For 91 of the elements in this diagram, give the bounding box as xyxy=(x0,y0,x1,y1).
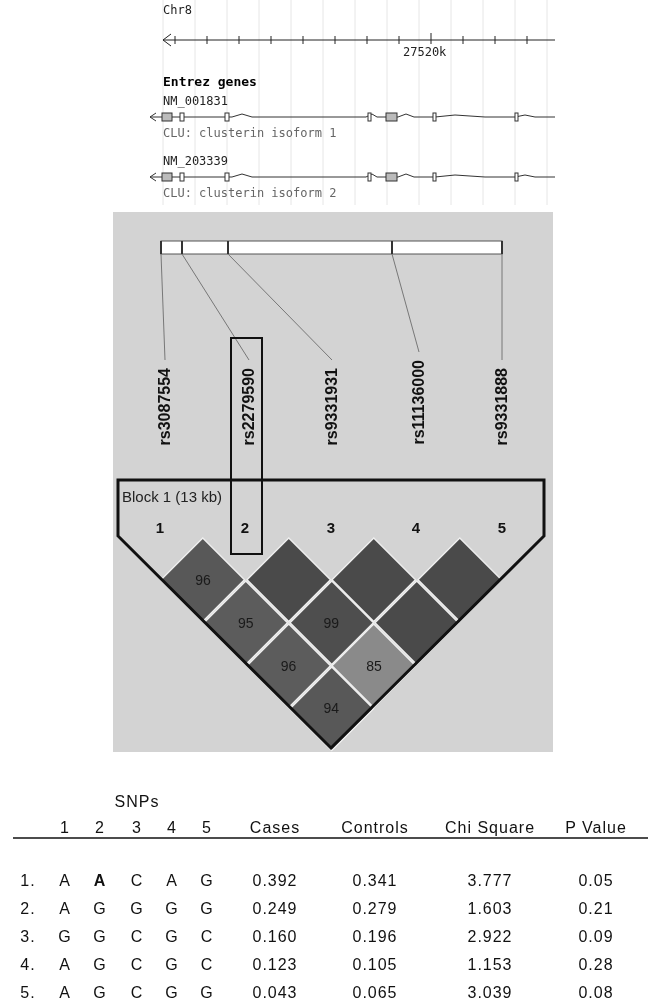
table-cell-text: 0.279 xyxy=(352,901,398,917)
transcript-description: CLU: clusterin isoform 1 xyxy=(163,127,337,139)
table-cell-text: C xyxy=(130,957,144,973)
table-cell-text: C xyxy=(130,929,144,945)
axis-tick-label: 27520k xyxy=(403,46,447,58)
leader-line xyxy=(391,253,420,353)
track-label: Chr8 xyxy=(163,4,192,16)
snp-label: rs11136000 xyxy=(411,360,427,445)
row-number: 5. xyxy=(20,985,36,1001)
ld-value: 96 xyxy=(195,573,211,587)
table-cell-text: 3.039 xyxy=(467,985,513,1001)
table-cell-text: G xyxy=(93,957,107,973)
table-cell-text: A xyxy=(93,873,107,889)
snp-number: 3 xyxy=(326,520,336,535)
table-cell-text: C xyxy=(130,873,144,889)
ld-value: 94 xyxy=(323,701,340,716)
snp-number: 2 xyxy=(240,520,250,535)
table-cell-text: G xyxy=(165,929,179,945)
table-cell-text: G xyxy=(93,929,107,945)
table-cell-text: 1.603 xyxy=(467,901,513,917)
table-cell-text: A xyxy=(59,873,71,889)
table-cell-text: A xyxy=(59,957,71,973)
leader-line xyxy=(501,253,503,361)
table-cell-text: A xyxy=(59,901,71,917)
column-header: Cases xyxy=(249,820,301,836)
column-header: 2 xyxy=(95,820,105,836)
column-header: Controls xyxy=(341,820,409,836)
column-header: Chi Square xyxy=(445,820,535,836)
transcript-id: NM_001831 xyxy=(163,95,229,107)
leader-line xyxy=(227,253,333,361)
table-cell-text: 0.249 xyxy=(252,901,298,917)
table-cell-text: G xyxy=(200,873,214,889)
table-cell-text: C xyxy=(200,957,214,973)
snp-label: rs2279590 xyxy=(241,368,257,446)
table-cell-text: 0.341 xyxy=(352,873,398,889)
table-cell-text: 2.922 xyxy=(467,929,513,945)
table-cell-text: 0.392 xyxy=(252,873,298,889)
table-cell-text: C xyxy=(200,929,214,945)
snp-label: rs3087554 xyxy=(157,368,173,446)
transcript-description: CLU: clusterin isoform 2 xyxy=(163,187,337,199)
ld-value: 85 xyxy=(366,658,382,673)
table-cell-text: G xyxy=(200,901,214,917)
table-cell-text: 0.065 xyxy=(352,985,398,1001)
transcript-id: NM_203339 xyxy=(163,155,229,167)
snp-label: rs9331931 xyxy=(324,368,340,446)
ld-diamond xyxy=(416,537,503,623)
column-header: 3 xyxy=(132,820,142,836)
table-cell-text: 0.105 xyxy=(352,957,398,973)
table-cell-text: 1.153 xyxy=(467,957,513,973)
table-cell-text: G xyxy=(58,929,72,945)
table-cell-text: A xyxy=(59,985,71,1001)
table-cell-text: 0.160 xyxy=(252,929,298,945)
column-header: 5 xyxy=(202,820,212,836)
table-cell-text: C xyxy=(130,985,144,1001)
table-cell-text: 0.28 xyxy=(578,957,614,973)
table-cell-text: 0.196 xyxy=(352,929,398,945)
table-cell-text: G xyxy=(200,985,214,1001)
snp-number: 4 xyxy=(411,520,421,535)
table-cell-text: G xyxy=(165,957,179,973)
block-label: Block 1 (13 kb) xyxy=(122,489,223,504)
track-title: Entrez genes xyxy=(163,75,257,88)
leader-line xyxy=(181,253,250,361)
column-group-header: SNPs xyxy=(114,794,160,810)
ld-value: 96 xyxy=(280,658,297,673)
snp-number: 5 xyxy=(497,520,507,535)
table-cell-text: 0.05 xyxy=(578,873,614,889)
column-header: P Value xyxy=(565,820,627,836)
table-cell-text: G xyxy=(93,985,107,1001)
table-cell-text: G xyxy=(93,901,107,917)
row-number: 3. xyxy=(20,929,36,945)
table-cell-text: 0.08 xyxy=(578,985,614,1001)
table-cell-text: A xyxy=(166,873,178,889)
table-cell-text: G xyxy=(165,901,179,917)
snp-position-bar xyxy=(160,240,503,255)
snp-number: 1 xyxy=(155,520,165,535)
table-cell-text: 3.777 xyxy=(467,873,513,889)
ld-value: 95 xyxy=(237,615,254,630)
table-cell-text: G xyxy=(165,985,179,1001)
table-cell-text: 0.043 xyxy=(252,985,298,1001)
leader-line xyxy=(160,253,166,361)
snp-label: rs9331888 xyxy=(494,368,510,446)
column-header: 1 xyxy=(60,820,70,836)
table-cell-text: 0.21 xyxy=(578,901,614,917)
table-cell-text: 0.123 xyxy=(252,957,298,973)
row-number: 4. xyxy=(20,957,36,973)
row-number: 2. xyxy=(20,901,36,917)
table-cell-text: 0.09 xyxy=(578,929,614,945)
table-cell-text: G xyxy=(130,901,144,917)
row-number: 1. xyxy=(20,873,36,889)
ld-block-triangle xyxy=(117,479,545,750)
column-header: 4 xyxy=(167,820,177,836)
